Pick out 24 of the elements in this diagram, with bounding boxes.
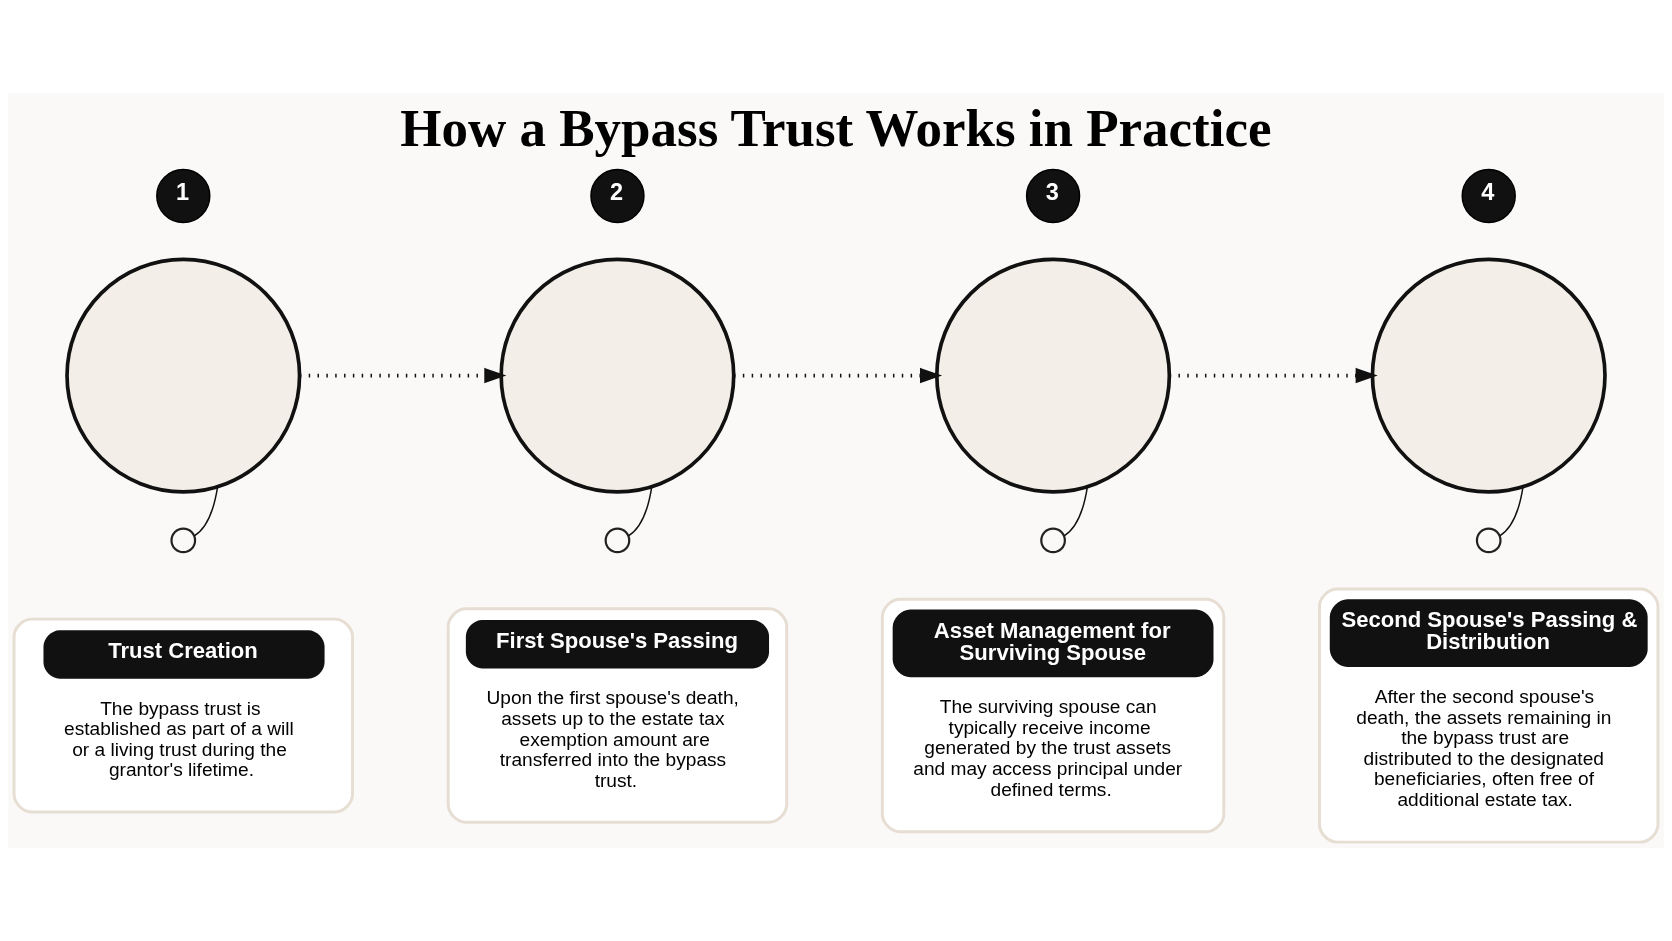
connector <box>627 486 653 537</box>
node-box: First Spouse's Passing Upon the first spouse's death, assets up to the estate tax exemption amount are transferred into the bypass trust. <box>446 607 789 824</box>
arrow <box>299 367 507 384</box>
node-circle <box>170 527 197 554</box>
node-circle: 4 <box>1461 168 1516 224</box>
node-circle: 1 <box>156 168 211 224</box>
arrow <box>734 367 943 384</box>
node-circle: 3 <box>1025 168 1081 224</box>
node-box: Second Spouse's Passing & Distribution After the second spouse's death, the assets remaining in the bypass trust are distributed to the designated beneficiaries, often free of additional estate tax. <box>1318 587 1660 844</box>
node-circle <box>934 257 1172 494</box>
node-circle <box>1475 527 1502 554</box>
connector <box>1063 486 1089 537</box>
node-circle <box>1040 527 1066 554</box>
node-circle <box>604 527 631 554</box>
connector <box>1499 486 1524 537</box>
connector <box>193 486 219 537</box>
node-circle <box>499 257 736 494</box>
node-box: Trust Creation The bypass trust is established as part of a will or a living trust during the grantor's lifetime. <box>12 617 354 814</box>
diagram-title: How a Bypass Trust Works in Practice <box>400 98 1272 157</box>
node-circle <box>65 257 302 494</box>
node-circle <box>1370 257 1607 494</box>
node-circle: 2 <box>590 168 645 224</box>
arrow <box>1169 367 1378 384</box>
node-box: Asset Management for Surviving Spouse The surviving spouse can typically receive income generated by the trust assets and may access principal under defined terms. <box>880 597 1226 834</box>
